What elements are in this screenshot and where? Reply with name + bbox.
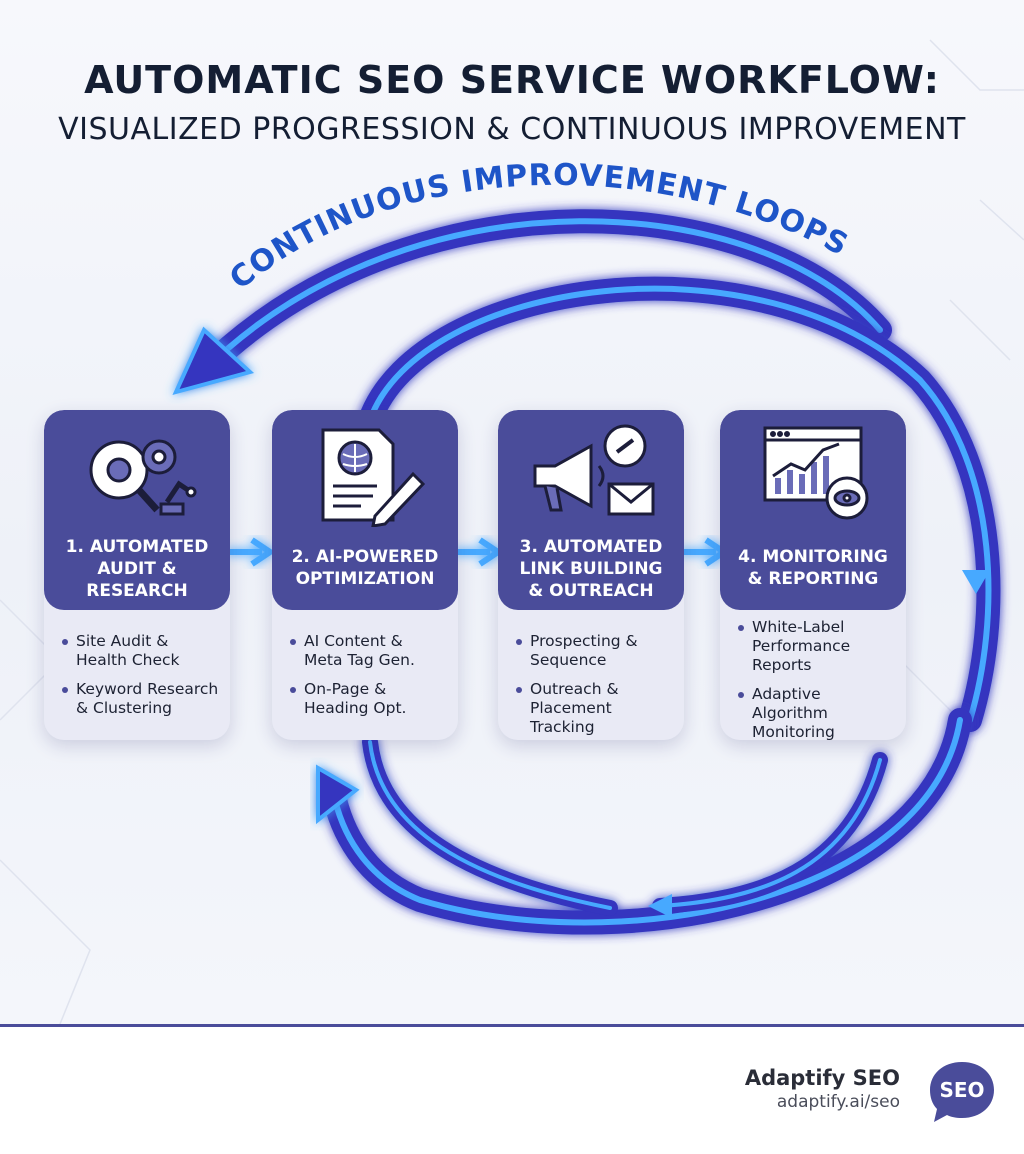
bullet-line: Health Check <box>76 651 180 669</box>
bullet-line: Performance <box>752 637 851 655</box>
step-bullet-list: White-Label Performance Reports Adaptive… <box>732 618 900 740</box>
bullet-line: Algorithm <box>752 704 828 722</box>
loop-arrowhead-bottom-left <box>316 764 360 825</box>
badge-text: SEO <box>939 1078 984 1102</box>
step-bullet: Outreach & Placement Tracking <box>510 680 678 737</box>
step-title: 3. AUTOMATED LINK BUILDING & OUTREACH <box>504 536 678 602</box>
step-title-line: 1. AUTOMATED <box>65 537 209 557</box>
loop-arrowhead-top <box>172 326 255 396</box>
magnifier-gears-robot-arm-icon <box>89 439 197 516</box>
step-title-line: OPTIMIZATION <box>295 569 435 589</box>
step-bullet: Site Audit & Health Check <box>56 632 224 670</box>
step-title-line: & OUTREACH <box>528 581 654 601</box>
bullet-line: Meta Tag Gen. <box>304 651 415 669</box>
bullet-line: Tracking <box>530 718 595 736</box>
page-title: AUTOMATIC SEO SERVICE WORKFLOW: <box>84 58 940 102</box>
loop-arrowhead-right <box>962 570 990 594</box>
step-card-header: 2. AI-POWERED OPTIMIZATION <box>272 410 458 610</box>
infographic-canvas: CONTINUOUS IMPROVEMENT LOOPS AUTOMATIC S… <box>0 0 1024 1024</box>
step-title-line: 2. AI-POWERED <box>291 547 439 567</box>
footer-divider <box>0 1024 1024 1027</box>
bullet-line: Heading Opt. <box>304 699 407 717</box>
step-title-line: 4. MONITORING <box>738 547 888 567</box>
step-title-line: LINK BUILDING <box>519 559 663 579</box>
bullet-line: Adaptive <box>752 685 821 703</box>
step-bullet: Prospecting & Sequence <box>510 632 678 670</box>
bullet-line: AI Content & <box>304 632 403 650</box>
step-bullet-list: Prospecting & Sequence Outreach & Placem… <box>510 632 678 740</box>
brain-document-pencil-icon <box>321 428 426 527</box>
bullet-line: Keyword Research <box>76 680 219 698</box>
step-card-header: 4. MONITORING & REPORTING <box>720 410 906 610</box>
step-bullet: On-Page & Heading Opt. <box>284 680 452 718</box>
bullet-line: Outreach & <box>530 680 619 698</box>
brand-url: adaptify.ai/seo <box>776 1092 900 1112</box>
bullet-line: On-Page & <box>304 680 387 698</box>
loop-arrows: CONTINUOUS IMPROVEMENT LOOPS <box>0 39 1024 1024</box>
bullet-line: & Clustering <box>76 699 172 717</box>
bullet-line: Monitoring <box>752 723 835 740</box>
step-card-2: 2. AI-POWERED OPTIMIZATION AI Content & … <box>272 410 458 740</box>
bullet-line: Reports <box>752 656 812 674</box>
step-card-header: 1. AUTOMATED AUDIT & RESEARCH <box>44 410 230 610</box>
step-card-3: 3. AUTOMATED LINK BUILDING & OUTREACH Pr… <box>498 410 684 740</box>
seo-chat-bubble-logo: SEO <box>930 1062 994 1122</box>
step-bullet: Adaptive Algorithm Monitoring <box>732 685 900 740</box>
step-title: 4. MONITORING & REPORTING <box>726 546 900 590</box>
loop-arc-right <box>358 276 1001 732</box>
step-card-4: 4. MONITORING & REPORTING White-Label Pe… <box>720 410 906 740</box>
step-title-line: RESEARCH <box>86 581 188 601</box>
bullet-line: Placement <box>530 699 612 717</box>
step-bullet: White-Label Performance Reports <box>732 618 900 675</box>
page-subtitle: VISUALIZED PROGRESSION & CONTINUOUS IMPR… <box>58 112 966 147</box>
step-title-line: 3. AUTOMATED <box>519 537 663 557</box>
step-title-line: & REPORTING <box>747 569 879 589</box>
step-card-1: 1. AUTOMATED AUDIT & RESEARCH Site Audit… <box>44 410 230 740</box>
loop-arc-top <box>203 209 892 372</box>
dashboard-chart-eye-icon <box>763 426 869 520</box>
bullet-line: Sequence <box>530 651 607 669</box>
step-connector-arrows <box>226 537 730 567</box>
loop-arc-bottom <box>323 708 972 935</box>
step-title-line: AUDIT & <box>97 559 177 579</box>
loop-arrowhead-bottom-inner <box>648 894 672 918</box>
step-title: 2. AI-POWERED OPTIMIZATION <box>278 546 452 590</box>
step-title: 1. AUTOMATED AUDIT & RESEARCH <box>50 536 224 602</box>
megaphone-link-envelope-icon <box>533 424 655 516</box>
bullet-line: Site Audit & <box>76 632 169 650</box>
brand-name: Adaptify SEO <box>744 1066 900 1090</box>
step-bullet-list: Site Audit & Health Check Keyword Resear… <box>56 632 224 728</box>
step-bullet: Keyword Research & Clustering <box>56 680 224 718</box>
bullet-line: White-Label <box>752 618 845 636</box>
step-bullet: AI Content & Meta Tag Gen. <box>284 632 452 670</box>
step-card-header: 3. AUTOMATED LINK BUILDING & OUTREACH <box>498 410 684 610</box>
bullet-line: Prospecting & <box>530 632 638 650</box>
step-bullet-list: AI Content & Meta Tag Gen. On-Page & Hea… <box>284 632 452 728</box>
